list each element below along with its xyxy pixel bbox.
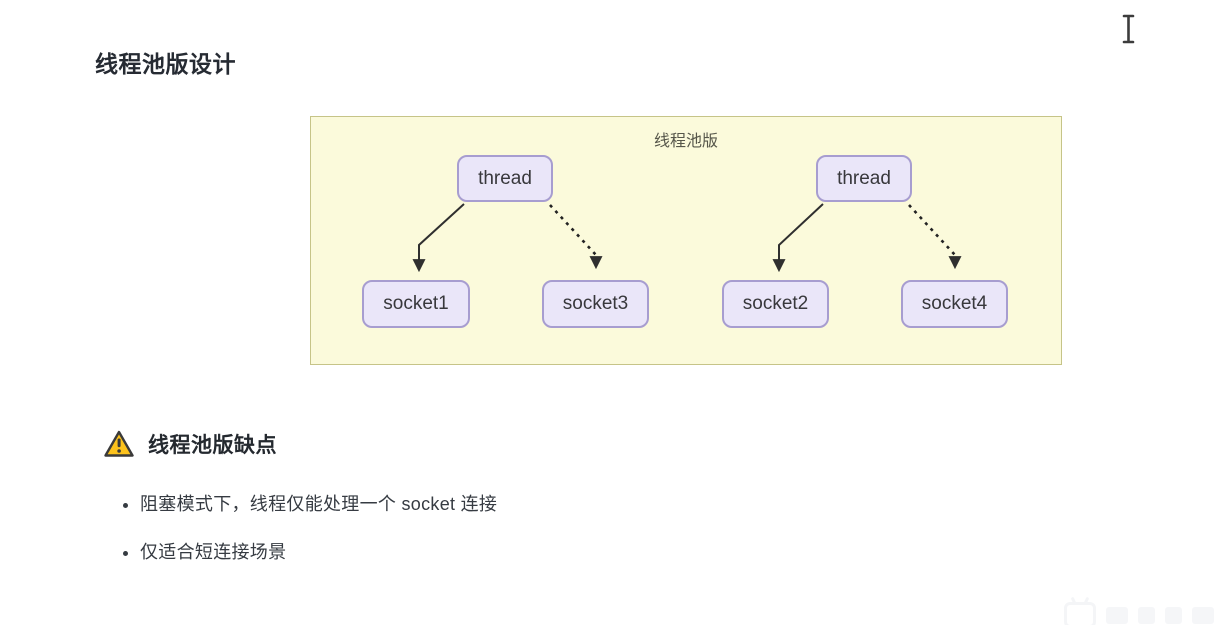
- diagram-edges: [412, 203, 962, 273]
- node-socket-4: socket4: [901, 280, 1008, 328]
- drawback-item: 仅适合短连接场景: [140, 538, 497, 564]
- page-title: 线程池版设计: [95, 51, 236, 78]
- warning-triangle-icon: [104, 430, 134, 457]
- edge-thread1-socket3: [549, 204, 603, 270]
- edge-thread1-socket1: [412, 203, 465, 273]
- text-ibeam-cursor: [1122, 14, 1135, 44]
- edge-thread2-socket2: [772, 203, 824, 273]
- drawback-item: 阻塞模式下，线程仅能处理一个 socket 连接: [140, 490, 497, 516]
- node-thread-2: thread: [816, 155, 912, 202]
- edge-thread2-socket4: [908, 204, 962, 270]
- warning-title: 线程池版缺点: [148, 434, 277, 457]
- diagram-label: 线程池版: [653, 133, 718, 150]
- drawback-list: 阻塞模式下，线程仅能处理一个 socket 连接 仅适合短连接场景: [114, 490, 497, 586]
- thread-pool-diagram: 线程池版 thread thread socket1 socket3 socke…: [310, 116, 1062, 365]
- node-socket-2: socket2: [722, 280, 829, 328]
- node-thread-1: thread: [457, 155, 553, 202]
- node-socket-1: socket1: [362, 280, 470, 328]
- tv-icon: [1064, 602, 1096, 625]
- watermark-logo: [1064, 602, 1214, 625]
- warning-heading: 线程池版缺点: [103, 429, 277, 459]
- node-socket-3: socket3: [542, 280, 649, 328]
